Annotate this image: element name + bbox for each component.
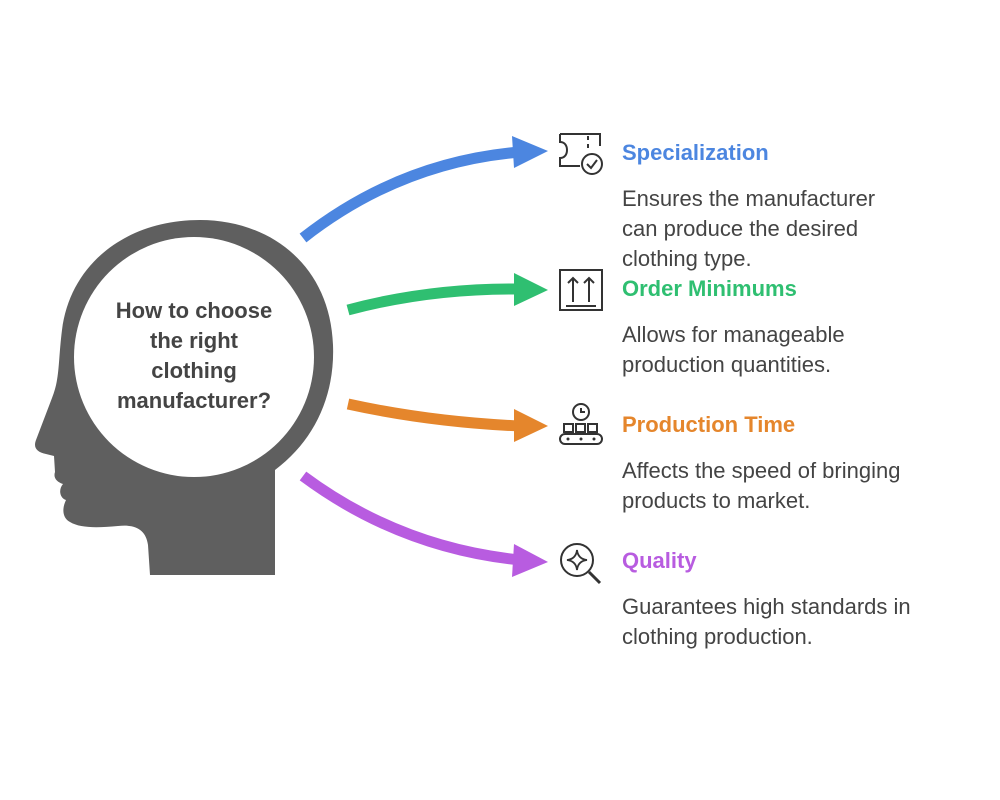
- title-specialization: Specialization: [622, 140, 769, 165]
- desc-line: clothing production.: [622, 624, 813, 649]
- center-line: manufacturer?: [116, 388, 272, 413]
- desc-line: Ensures the manufacturer: [622, 186, 876, 211]
- desc-line: Affects the speed of bringing: [622, 458, 901, 483]
- desc-line: Allows for manageable: [622, 322, 845, 347]
- center-question: How to choose the right clothing manufac…: [94, 296, 294, 416]
- center-line: clothing: [151, 358, 237, 383]
- arrowhead-specialization: [512, 136, 548, 168]
- magnifier-sparkle-icon: [560, 543, 602, 585]
- center-line: the right: [150, 328, 238, 353]
- desc-specialization: Ensures the manufacturer can produce the…: [622, 184, 972, 274]
- title-production-time: Production Time: [622, 412, 796, 437]
- arrow-production-time: [346, 398, 521, 432]
- arrowhead-quality: [512, 544, 548, 577]
- ticket-check-icon: [559, 133, 603, 175]
- title-order-minimums: Order Minimums: [622, 276, 797, 301]
- box-arrows-up-icon: [559, 269, 603, 311]
- title-quality: Quality: [622, 548, 697, 573]
- arrowhead-order-minimums: [514, 273, 548, 306]
- desc-production-time: Affects the speed of bringing products t…: [622, 456, 972, 516]
- arrow-order-minimums: [346, 283, 521, 316]
- desc-line: can produce the desired: [622, 216, 859, 241]
- desc-line: Guarantees high standards in: [622, 594, 911, 619]
- conveyor-clock-icon: [559, 403, 603, 445]
- arrow-quality: [299, 471, 521, 566]
- desc-line: production quantities.: [622, 352, 832, 377]
- arrow-specialization: [299, 146, 521, 243]
- center-line: How to choose: [115, 298, 273, 323]
- thought-circle: [74, 237, 314, 477]
- desc-line: clothing type.: [622, 246, 752, 271]
- desc-quality: Guarantees high standards in clothing pr…: [622, 592, 972, 652]
- arrowhead-production-time: [514, 409, 548, 442]
- desc-order-minimums: Allows for manageable production quantit…: [622, 320, 972, 380]
- desc-line: products to market.: [622, 488, 811, 513]
